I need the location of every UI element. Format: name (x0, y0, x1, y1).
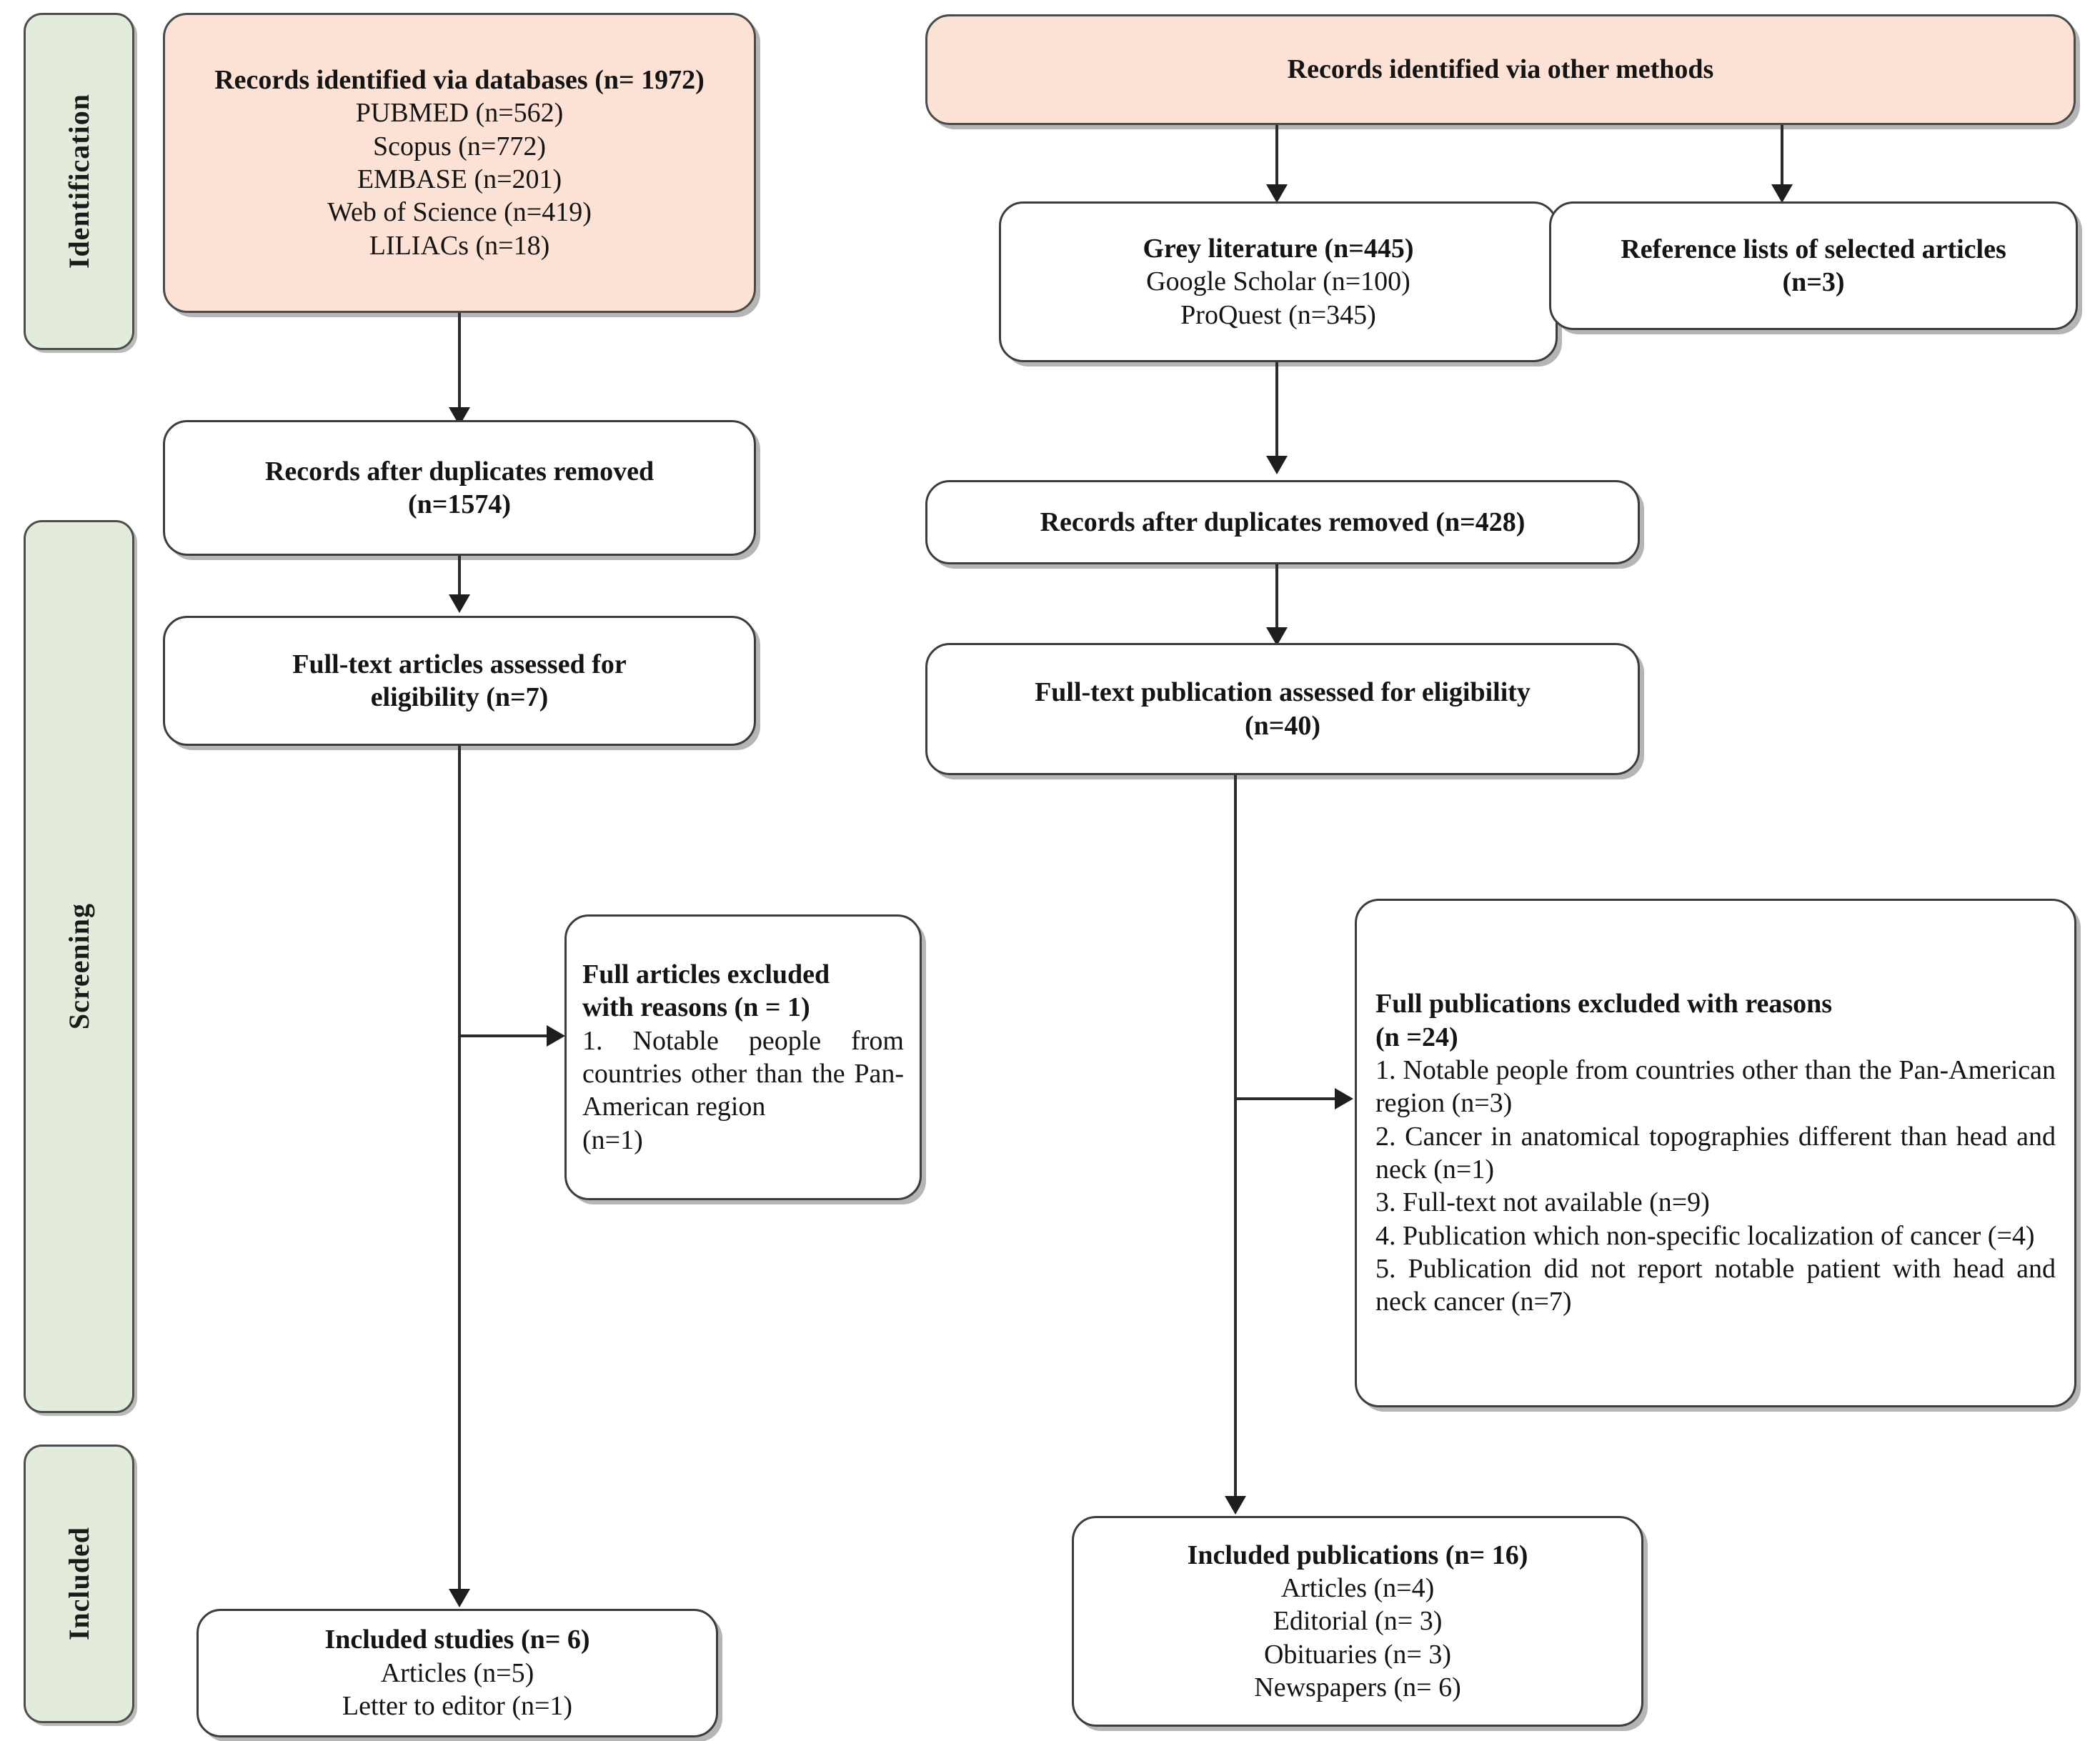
fulltext-right-heading: Full-text publication assessed for eligi… (1035, 677, 1531, 708)
node-grey-literature: Grey literature (n=445) Google Scholar (… (999, 201, 1558, 362)
records-databases-line-0: PUBMED (n=562) (355, 98, 564, 129)
fulltext-left-heading: Full-text articles assessed for (292, 649, 627, 679)
excluded-left-reason-0: 1. Notable people from countries other t… (582, 1025, 911, 1122)
records-databases-line-2: EMBASE (n=201) (357, 164, 562, 194)
stage-label-included: Included (63, 1527, 95, 1641)
included-right-heading: Included publications (n= 16) (1187, 1540, 1528, 1570)
records-databases-line-3: Web of Science (n=419) (327, 197, 592, 228)
stage-bar-included: Included (24, 1445, 134, 1723)
connector-branch-to-excluded-right (1234, 1097, 1343, 1100)
records-databases-heading: Records identified via databases (n= 197… (214, 64, 705, 95)
connector-other-to-references (1781, 125, 1783, 189)
duplicates-left-line-0: (n=1574) (407, 489, 512, 519)
connector-fulltext-to-included-left (458, 746, 461, 1596)
excluded-left-heading2: with reasons (n = 1) (582, 992, 810, 1023)
included-right-line-3: Newspapers (n= 6) (1254, 1672, 1461, 1703)
included-right-line-2: Obituaries (n= 3) (1263, 1639, 1452, 1670)
records-databases-line-4: LILIACs (n=18) (369, 230, 550, 261)
node-reference-lists: Reference lists of selected articles (n=… (1549, 201, 2078, 330)
node-fulltext-assessed-left: Full-text articles assessed for eligibil… (163, 616, 756, 746)
stage-label-identification: Identification (63, 94, 95, 269)
grey-literature-line-1: ProQuest (n=345) (1180, 299, 1376, 330)
stage-bar-identification: Identification (24, 13, 134, 350)
excluded-right-reason-1: 2. Cancer in anatomical topographies dif… (1375, 1121, 2063, 1184)
grey-literature-line-0: Google Scholar (n=100) (1146, 266, 1410, 297)
arrowhead-duplicates-to-fulltext-left (449, 594, 470, 613)
excluded-right-reason-0: 1. Notable people from countries other t… (1375, 1054, 2063, 1119)
node-excluded-left: Full articles excluded with reasons (n =… (564, 914, 922, 1200)
reference-lists-line-0: (n=3) (1782, 267, 1845, 297)
arrowhead-other-to-references (1771, 184, 1793, 203)
reference-lists-heading: Reference lists of selected articles (1621, 234, 2006, 264)
connector-grey-to-duplicates-right (1275, 362, 1278, 462)
arrowhead-branch-to-excluded-right (1335, 1088, 1353, 1109)
stage-bar-screening: Screening (24, 520, 134, 1413)
included-left-heading: Included studies (n= 6) (324, 1625, 590, 1655)
duplicates-left-heading: Records after duplicates removed (264, 456, 655, 487)
connector-other-to-grey (1275, 125, 1278, 189)
excluded-right-reason-4: 5. Publication did not report notable pa… (1375, 1254, 2063, 1317)
stage-label-screening: Screening (63, 903, 95, 1030)
node-included-studies-left: Included studies (n= 6) Articles (n=5) L… (196, 1609, 718, 1737)
grey-literature-heading: Grey literature (n=445) (1143, 233, 1414, 264)
arrowhead-other-to-grey (1266, 184, 1288, 203)
included-right-line-0: Articles (n=4) (1280, 1572, 1435, 1603)
duplicates-right-heading: Records after duplicates removed (n=428) (1040, 507, 1526, 537)
fulltext-right-line-0: (n=40) (1244, 710, 1321, 741)
connector-duplicates-to-fulltext-right (1275, 564, 1278, 632)
node-records-identified-other-methods: Records identified via other methods (925, 14, 2076, 125)
included-left-line-0: Articles (n=5) (380, 1657, 534, 1688)
connector-branch-to-excluded-left (458, 1034, 554, 1037)
excluded-right-heading2: (n =24) (1375, 1022, 1458, 1052)
arrowhead-branch-to-excluded-left (547, 1025, 565, 1047)
node-fulltext-assessed-right: Full-text publication assessed for eligi… (925, 643, 1640, 775)
connector-databases-to-duplicates (458, 313, 461, 414)
excluded-left-reason-1: (n=1) (582, 1124, 643, 1155)
records-other-heading: Records identified via other methods (1287, 54, 1714, 85)
excluded-right-reason-3: 4. Publication which non-specific locali… (1375, 1220, 2035, 1251)
connector-duplicates-to-fulltext-left (458, 556, 461, 599)
fulltext-left-line-0: eligibility (n=7) (370, 682, 549, 712)
node-included-publications-right: Included publications (n= 16) Articles (… (1072, 1516, 1643, 1727)
excluded-right-reason-2: 3. Full-text not available (n=9) (1375, 1187, 1710, 1218)
excluded-right-heading: Full publications excluded with reasons (1375, 989, 1833, 1019)
connector-fulltext-to-included-right (1234, 775, 1237, 1502)
node-excluded-right: Full publications excluded with reasons … (1355, 899, 2076, 1407)
records-databases-line-1: Scopus (n=772) (372, 131, 547, 161)
node-duplicates-removed-right: Records after duplicates removed (n=428) (925, 480, 1640, 564)
arrowhead-fulltext-to-included-left (449, 1589, 470, 1607)
included-right-line-1: Editorial (n= 3) (1273, 1606, 1443, 1637)
arrowhead-grey-to-duplicates-right (1266, 456, 1288, 474)
arrowhead-fulltext-to-included-right (1225, 1496, 1246, 1515)
node-duplicates-removed-left: Records after duplicates removed (n=1574… (163, 420, 756, 556)
included-left-line-1: Letter to editor (n=1) (342, 1691, 573, 1722)
node-records-identified-databases: Records identified via databases (n= 197… (163, 13, 756, 313)
arrowhead-duplicates-to-fulltext-right (1266, 627, 1288, 646)
excluded-left-heading: Full articles excluded (582, 959, 830, 989)
